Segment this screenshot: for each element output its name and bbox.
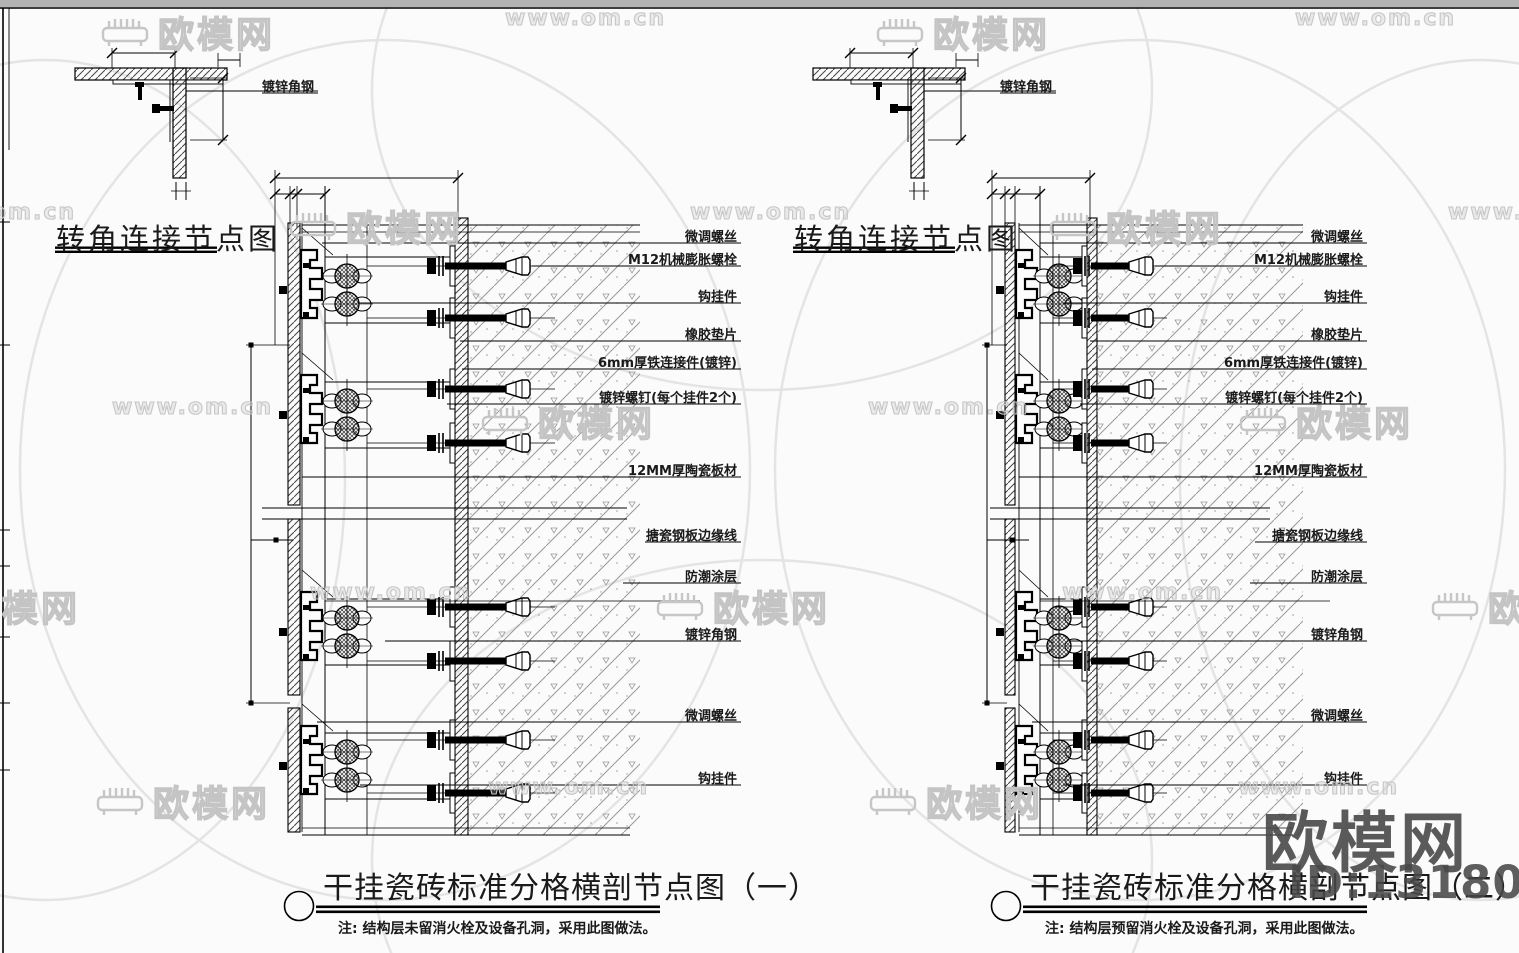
callout-label: 钩挂件 — [697, 290, 737, 305]
callout-label: 6mm厚铁连接件(镀锌) — [597, 356, 737, 371]
callout-label: 12MM厚陶瓷板材 — [628, 464, 737, 479]
callout-label: 微调螺丝 — [1310, 709, 1363, 724]
callout-label: 防潮涂层 — [684, 570, 737, 585]
callout-label: 微调螺丝 — [1310, 230, 1363, 245]
callout-label: 钩挂件 — [697, 772, 737, 787]
callout-label: 6mm厚铁连接件(镀锌) — [1223, 356, 1363, 371]
section-title-1: 干挂瓷砖标准分格横剖节点图（一） — [323, 871, 819, 906]
callout-label: 12MM厚陶瓷板材 — [1254, 464, 1363, 479]
callout-label: 镀锌角钢 — [684, 628, 737, 643]
note-2: 注: 结构层预留消火栓及设备孔洞，采用此图做法。 — [1045, 921, 1364, 937]
callout-label: 镀锌螺钉(每个挂件2个) — [599, 391, 737, 406]
callout-label: 橡胶垫片 — [1310, 328, 1363, 343]
callout-label: 微调螺丝 — [684, 709, 737, 724]
callout-label: 微调螺丝 — [684, 230, 737, 245]
callout-label: 防潮涂层 — [1310, 570, 1363, 585]
callout-label: 镀锌螺钉(每个挂件2个) — [1225, 391, 1363, 406]
corner-detail-title-left: 转角连接节点图 — [56, 222, 281, 256]
callout-label: M12机械膨胀螺栓 — [627, 253, 737, 268]
corner-callout-right: 镀锌角钢 — [1000, 80, 1053, 95]
corner-detail-title-right: 转角连接节点图 — [794, 222, 1019, 256]
callout-label: 钩挂件 — [1323, 290, 1363, 305]
callout-label: M12机械膨胀螺栓 — [1253, 253, 1363, 268]
callout-label: 橡胶垫片 — [684, 328, 737, 343]
corner-callout-left: 镀锌角钢 — [262, 80, 315, 95]
callout-label: 钩挂件 — [1323, 772, 1363, 787]
callout-label: 搪瓷钢板边缘线 — [1271, 529, 1363, 544]
note-1: 注: 结构层未留消火栓及设备孔洞，采用此图做法。 — [338, 921, 657, 937]
model-id-text: ID:1318068 — [1288, 856, 1519, 909]
callout-label: 镀锌角钢 — [1310, 628, 1363, 643]
callout-label: 搪瓷钢板边缘线 — [645, 529, 737, 544]
